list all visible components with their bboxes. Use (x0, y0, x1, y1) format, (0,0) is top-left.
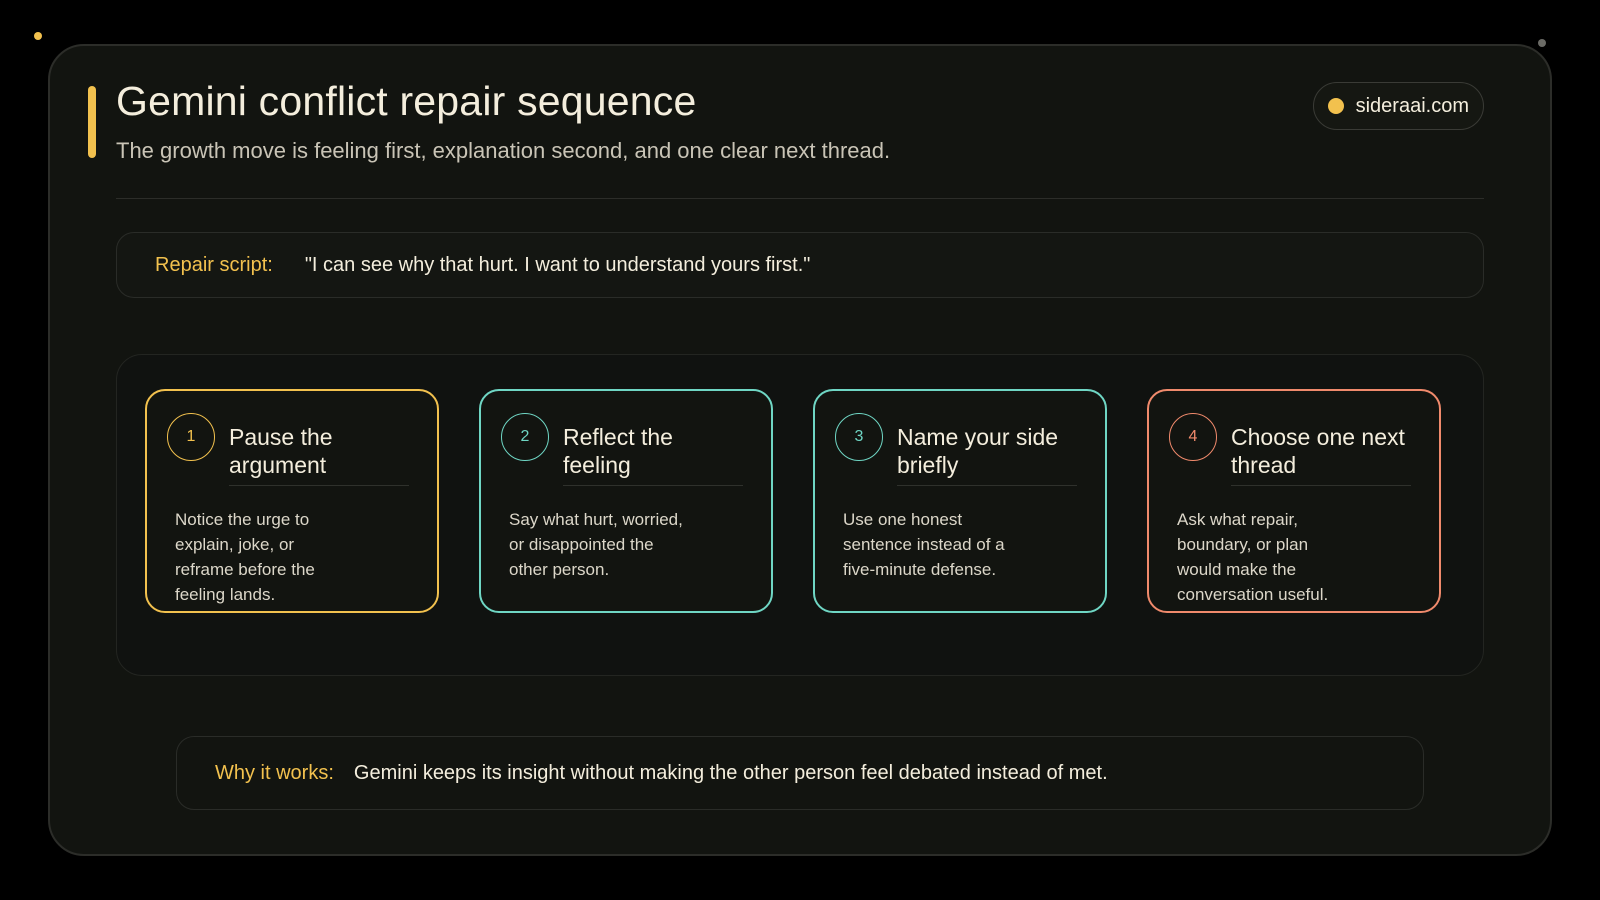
step-description: Use one honest sentence instead of a fiv… (843, 510, 1005, 579)
step-description: Notice the urge to explain, joke, or ref… (175, 510, 315, 604)
why-it-works-text: Gemini keeps its insight without making … (353, 761, 1108, 784)
steps-container: 1 Pause the argument Notice the urge to … (116, 354, 1484, 676)
step-title: Name your side briefly (897, 424, 1059, 478)
step-divider (563, 485, 743, 486)
brand-badge: sideraai.com (1312, 82, 1484, 130)
slide-panel: Gemini conflict repair sequence The grow… (48, 44, 1552, 856)
step-number-badge: 1 (167, 413, 215, 461)
title-accent-bar (88, 86, 96, 158)
corner-dot-right (1538, 39, 1546, 47)
step-card-4: 4 Choose one next thread Ask what repair… (1147, 389, 1441, 613)
page-subtitle: The growth move is feeling first, explan… (116, 138, 891, 163)
step-description: Ask what repair, boundary, or plan would… (1177, 510, 1329, 604)
step-number-badge: 2 (501, 413, 549, 461)
step-card-1: 1 Pause the argument Notice the urge to … (145, 389, 439, 613)
step-divider (229, 485, 409, 486)
repair-script-box: Repair script: "I can see why that hurt.… (116, 232, 1484, 298)
page-title: Gemini conflict repair sequence (116, 78, 697, 124)
brand-label: sideraai.com (1355, 94, 1469, 117)
why-it-works-label: Why it works: (215, 761, 334, 784)
step-title: Pause the argument (229, 424, 333, 478)
brand-dot-icon (1327, 98, 1344, 114)
step-description: Say what hurt, worried, or disappointed … (509, 510, 683, 579)
step-number-badge: 4 (1169, 413, 1217, 461)
step-card-2: 2 Reflect the feeling Say what hurt, wor… (479, 389, 773, 613)
step-divider (1231, 485, 1411, 486)
why-it-works-box: Why it works: Gemini keeps its insight w… (176, 736, 1424, 810)
step-card-3: 3 Name your side briefly Use one honest … (813, 389, 1107, 613)
header-divider (116, 198, 1484, 199)
corner-dot-left (34, 32, 42, 40)
repair-script-text: "I can see why that hurt. I want to unde… (304, 253, 811, 276)
step-title: Reflect the feeling (563, 424, 673, 478)
step-divider (897, 485, 1077, 486)
repair-script-label: Repair script: (155, 253, 273, 276)
step-title: Choose one next thread (1231, 424, 1405, 478)
step-number-badge: 3 (835, 413, 883, 461)
